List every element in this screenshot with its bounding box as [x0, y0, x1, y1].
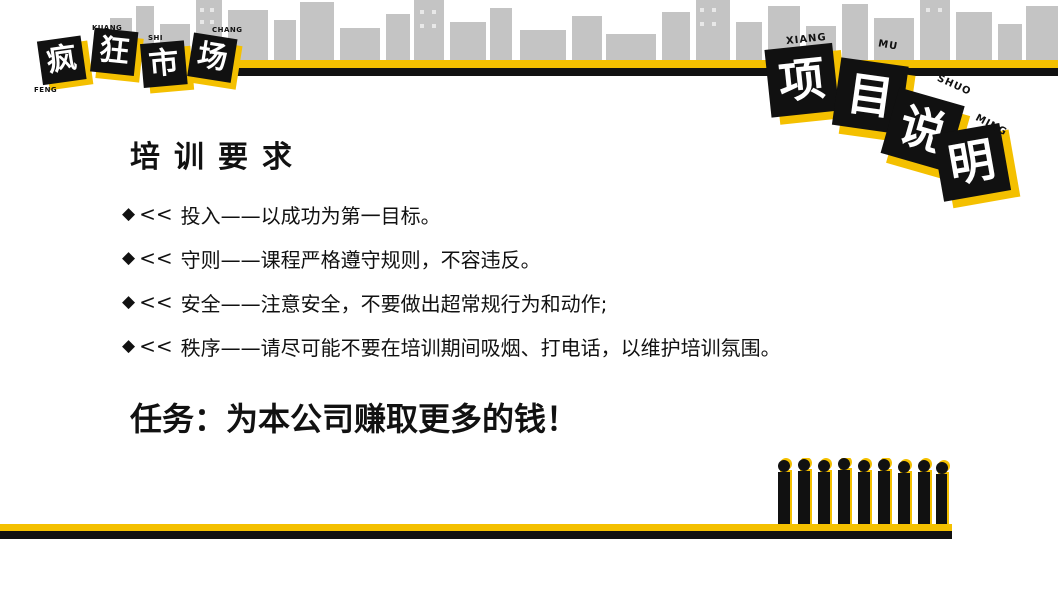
rules-list: ◆ << 投入——以成功为第一目标。 ◆ << 守则——课程严格遵守规则，不容违… [122, 192, 781, 368]
rule-text: 守则——课程严格遵守规则，不容违反。 [180, 247, 541, 272]
rule-text: 投入——以成功为第一目标。 [180, 203, 441, 228]
top-band-yellow [236, 60, 1058, 68]
double-arrow-icon: << [139, 202, 173, 226]
logo-tile-2-char: 狂 [90, 27, 139, 76]
rule-item: ◆ << 投入——以成功为第一目标。 [122, 192, 781, 236]
diamond-icon: ◆ [122, 204, 136, 224]
top-band-black [236, 68, 1058, 76]
diamond-icon: ◆ [122, 336, 136, 356]
mission-statement: 任务：为本公司赚取更多的钱！ [130, 400, 579, 438]
title-tile-1-char: 项 [764, 42, 840, 118]
logo-label-2: KUANG [92, 24, 123, 32]
diamond-icon: ◆ [122, 292, 136, 312]
bottom-band-yellow [0, 524, 952, 531]
rule-text: 秩序——请尽可能不要在培训期间吸烟、打电话，以维护培训氛围。 [180, 335, 781, 360]
rule-text: 安全——注意安全，不要做出超常规行为和动作; [180, 291, 608, 316]
logo-tile-3: 市 [139, 40, 195, 94]
people-silhouette-graphic [778, 458, 950, 528]
logo-tile-1: 疯 [36, 35, 94, 91]
rule-item: ◆ << 秩序——请尽可能不要在培训期间吸烟、打电话，以维护培训氛围。 [122, 324, 781, 368]
logo-tile-4: 场 [187, 32, 243, 90]
logo-tile-1-char: 疯 [36, 35, 87, 86]
bottom-band-black [0, 531, 952, 539]
rule-item: ◆ << 安全——注意安全，不要做出超常规行为和动作; [122, 280, 781, 324]
logo-label-4: CHANG [212, 26, 243, 34]
diamond-icon: ◆ [122, 248, 136, 268]
title-pinyin-3: SHUO [935, 73, 973, 98]
logo-label-1: FENG [34, 86, 58, 94]
double-arrow-icon: << [139, 334, 173, 358]
section-heading: 培训要求 [130, 140, 306, 175]
rule-item: ◆ << 守则——课程严格遵守规则，不容违反。 [122, 236, 781, 280]
logo-tile-4-char: 场 [187, 32, 238, 83]
logo-tile-2: 狂 [90, 27, 144, 83]
double-arrow-icon: << [139, 290, 173, 314]
title-tile-1: 项 [764, 42, 848, 125]
logo-tile-3-char: 市 [139, 40, 188, 89]
logo-label-3: SHI [148, 34, 164, 42]
double-arrow-icon: << [139, 246, 173, 270]
